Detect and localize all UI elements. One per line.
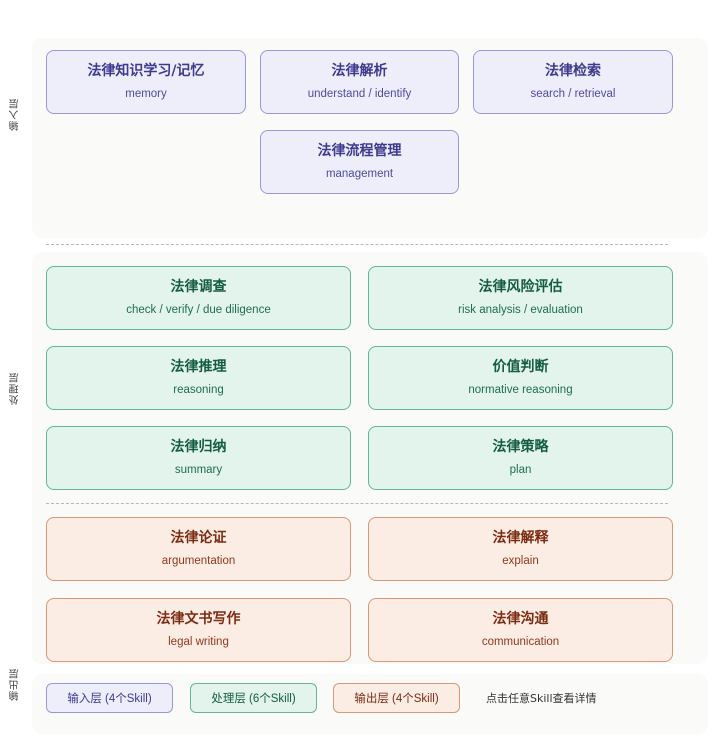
skill-subtitle: summary	[174, 464, 223, 476]
skill-title: 法律风险评估	[478, 279, 563, 295]
skill-subtitle: communication	[481, 636, 560, 648]
skill-subtitle: search / retrieval	[530, 88, 616, 100]
skill-title: 法律文书写作	[156, 611, 241, 627]
skill-title: 法律解释	[492, 530, 549, 546]
skill-card-due-diligence[interactable]: 法律调查 check / verify / due diligence	[46, 266, 351, 330]
skill-subtitle: explain	[502, 555, 539, 567]
skill-card-legal-writing[interactable]: 法律文书写作 legal writing	[46, 598, 351, 662]
skill-subtitle: argumentation	[161, 555, 236, 567]
legend-output-layer[interactable]: 输出层 (4个Skill)	[333, 683, 460, 713]
legend-process-layer[interactable]: 处理层 (6个Skill)	[190, 683, 317, 713]
skill-title: 法律知识学习/记忆	[87, 63, 205, 79]
skill-subtitle: reasoning	[173, 384, 224, 396]
input-process-divider	[46, 244, 668, 245]
skill-card-memory[interactable]: 法律知识学习/记忆 memory	[46, 50, 246, 114]
skill-card-argumentation[interactable]: 法律论证 argumentation	[46, 517, 351, 581]
skill-card-management[interactable]: 法律流程管理 management	[260, 130, 459, 194]
skill-subtitle: normative reasoning	[468, 384, 573, 396]
skill-title: 法律解析	[331, 63, 388, 79]
skill-title: 法律推理	[170, 359, 227, 375]
skill-title: 法律调查	[170, 279, 227, 295]
skill-card-explain[interactable]: 法律解释 explain	[368, 517, 673, 581]
skill-card-communication[interactable]: 法律沟通 communication	[368, 598, 673, 662]
skill-card-reasoning[interactable]: 法律推理 reasoning	[46, 346, 351, 410]
skill-title: 法律策略	[492, 439, 549, 455]
skill-title: 法律流程管理	[317, 143, 402, 159]
skill-subtitle: check / verify / due diligence	[126, 304, 271, 316]
skill-subtitle: management	[325, 168, 394, 180]
skill-title: 法律论证	[170, 530, 227, 546]
skill-card-plan[interactable]: 法律策略 plan	[368, 426, 673, 490]
output-layer-label: 输出层	[10, 668, 21, 701]
legend-input-layer[interactable]: 输入层 (4个Skill)	[46, 683, 173, 713]
process-output-divider	[46, 503, 668, 504]
skill-subtitle: plan	[509, 464, 532, 476]
skill-title: 法律检索	[545, 63, 601, 79]
skill-card-search[interactable]: 法律检索 search / retrieval	[473, 50, 673, 114]
skill-card-understand[interactable]: 法律解析 understand / identify	[260, 50, 459, 114]
skill-subtitle: legal writing	[168, 636, 229, 648]
skill-title: 价值判断	[492, 359, 549, 375]
process-layer-label: 处理层	[10, 372, 21, 405]
skill-card-normative-reasoning[interactable]: 价值判断 normative reasoning	[368, 346, 673, 410]
legend-hint: 点击任意Skill查看详情	[486, 692, 597, 705]
skill-title: 法律沟通	[492, 611, 549, 627]
skill-title: 法律归纳	[170, 439, 227, 455]
input-layer-label: 输入层	[10, 98, 21, 131]
skill-subtitle: understand / identify	[307, 88, 412, 100]
skill-subtitle: memory	[125, 88, 167, 100]
skill-card-summary[interactable]: 法律归纳 summary	[46, 426, 351, 490]
skill-card-risk-evaluation[interactable]: 法律风险评估 risk analysis / evaluation	[368, 266, 673, 330]
skill-subtitle: risk analysis / evaluation	[458, 304, 583, 316]
